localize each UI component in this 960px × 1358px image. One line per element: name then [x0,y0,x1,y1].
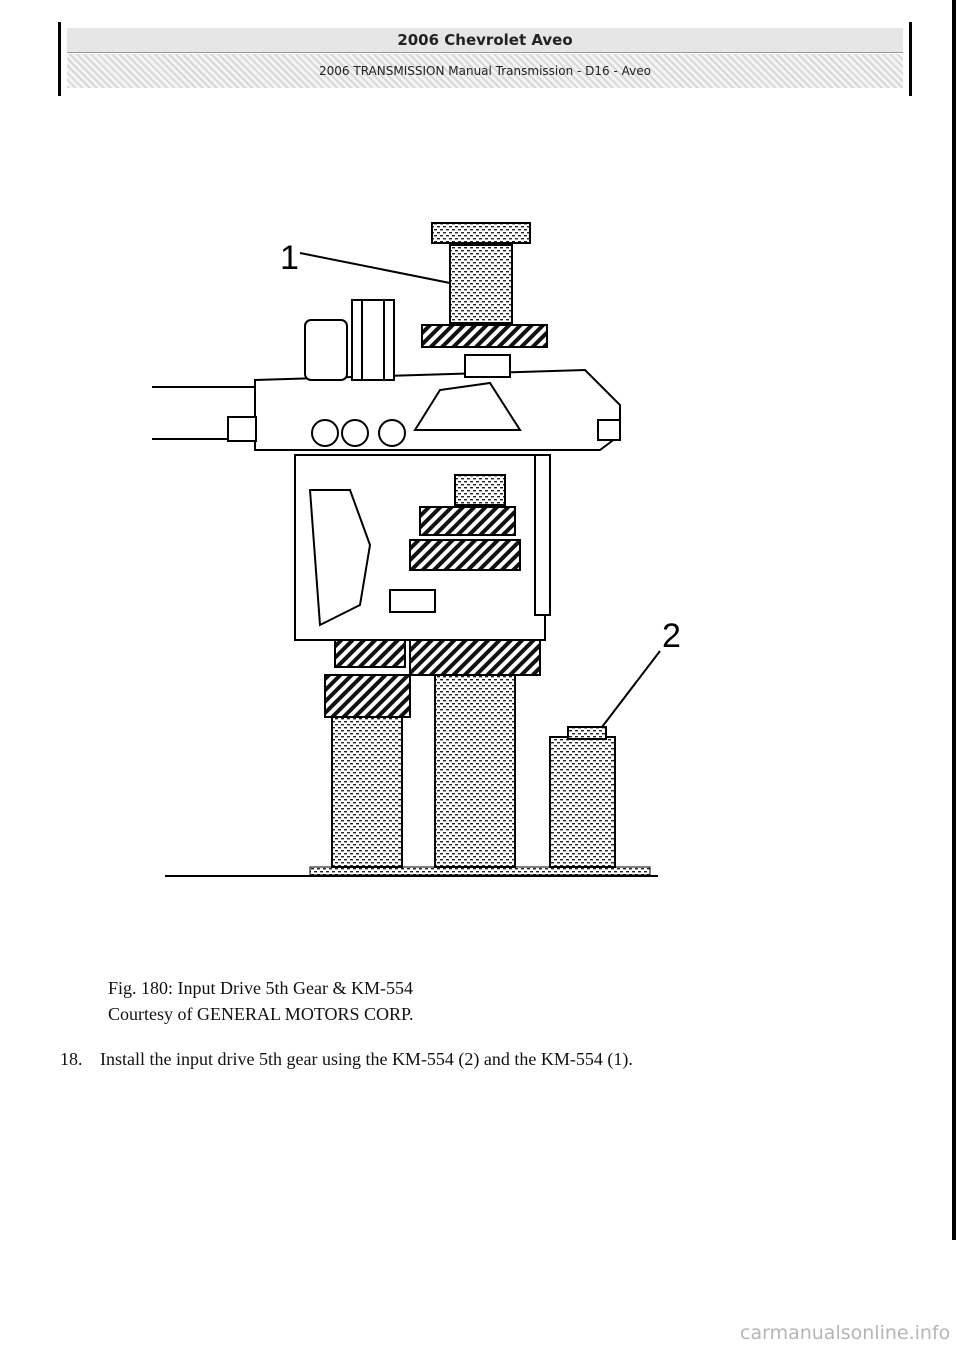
step-text: Install the input drive 5th gear using t… [100,1049,633,1069]
page-header: 2006 Chevrolet Aveo 2006 TRANSMISSION Ma… [58,22,912,96]
selector-housing [304,319,348,381]
caption-credit: Courtesy of GENERAL MOTORS CORP. [108,1004,414,1024]
km-554-tool-2-cap [567,726,607,740]
housing-right-rib [534,454,551,616]
callout-1: 1 [280,239,299,277]
km-554-tool-2 [549,736,616,868]
lower-center-gear [409,636,541,676]
left-support-column [331,694,403,868]
header-subtitle: 2006 TRANSMISSION Manual Transmission - … [67,54,903,88]
km-554-tool-1 [449,244,513,324]
lower-small-gear [334,636,406,668]
step-number: 18. [60,1049,83,1069]
mid-gear-a [409,539,521,571]
callout-1-leader [299,252,451,284]
callout-2-leader [601,650,661,728]
mid-gear-b [419,506,516,536]
site-watermark: carmanualsonline.info [740,1322,951,1344]
center-support-column [434,674,516,868]
lower-left-gear [324,674,411,718]
km-554-tool-1-cap [431,222,531,244]
caption-title: Fig. 180: Input Drive 5th Gear & KM-554 [108,978,413,998]
callout-2: 2 [662,617,680,655]
shift-rail [389,589,436,613]
input-drive-5th-gear [421,324,548,348]
shift-fork [308,489,372,627]
figure-caption: Fig. 180: Input Drive 5th Gear & KM-554 … [108,975,414,1027]
base-plate [309,866,651,876]
input-shaft [464,354,511,378]
transmission-diagram: 1 2 [152,222,680,877]
page-edge-rule [952,0,956,1240]
procedure-step: 18. Install the input drive 5th gear usin… [60,1046,820,1072]
header-title: 2006 Chevrolet Aveo [67,28,903,53]
selector-shaft [351,299,395,381]
mid-shaft [454,474,506,506]
